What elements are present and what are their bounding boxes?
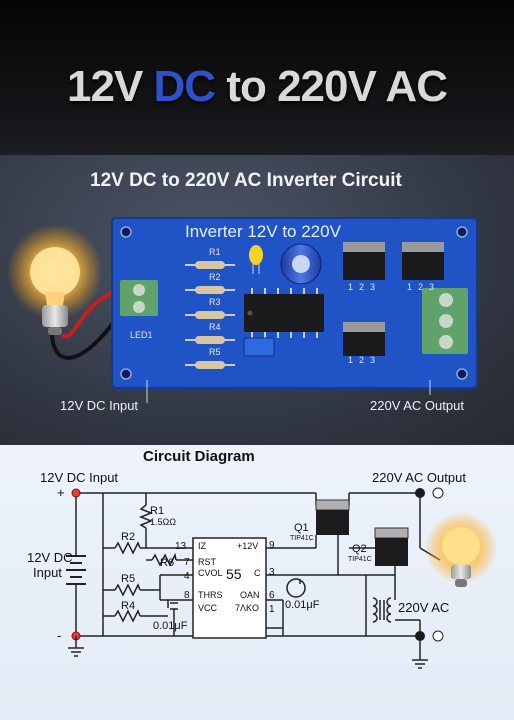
- ic-pin-left: CVOL: [198, 568, 223, 578]
- battery-label-2: Input: [33, 565, 62, 580]
- q2-label: Q2: [352, 543, 367, 555]
- q1-part: TIP41C: [290, 535, 314, 542]
- pin-9: 9: [269, 540, 275, 551]
- diagram-ac-output-label: 220V AC Output: [372, 470, 466, 485]
- q2-transistor-icon: [374, 527, 409, 566]
- positive-sign: +: [57, 485, 65, 500]
- r2-label: R2: [121, 531, 136, 543]
- ground-icon: [412, 659, 428, 669]
- pin-6: 6: [269, 590, 275, 601]
- r1-value: 1.5ΩΩ: [150, 517, 176, 527]
- mounting-holes: [120, 226, 468, 380]
- ic-pin-right: C: [254, 568, 261, 578]
- electrolytic-capacitor-icon: [280, 243, 322, 285]
- output-capacitor-icon: [286, 578, 306, 598]
- transistor-icon: [343, 242, 385, 280]
- ic-pin-left: RST: [198, 557, 216, 567]
- ic-pin-left: VCC: [198, 603, 218, 613]
- ac-output-label: 220V AC Output: [370, 398, 464, 413]
- red-wire: [60, 288, 123, 339]
- transistor-pins: 123: [407, 282, 441, 292]
- hero-title-dc: DC: [153, 62, 217, 111]
- yellow-led-icon: [249, 245, 263, 274]
- transistor-icon: [343, 322, 385, 356]
- light-bulb-icon: [7, 224, 103, 335]
- ic-pin-right: 7ΛKO: [235, 603, 260, 613]
- light-bulb-icon: [425, 512, 497, 587]
- pin-7: 7: [184, 557, 190, 568]
- q1-label: Q1: [294, 522, 309, 534]
- dc-positive-terminal: [71, 488, 81, 498]
- ic-pin-left: IZ: [198, 541, 206, 551]
- hero-title-part1: 12V: [67, 62, 154, 111]
- battery-label: 12V DC: [27, 550, 73, 565]
- ac-terminal-top: [415, 488, 425, 498]
- pin-3: 3: [269, 567, 275, 578]
- q2-part: TIP41C: [348, 556, 372, 563]
- led-label: LED1: [130, 330, 153, 340]
- transistor-pins: 123: [348, 282, 382, 292]
- hero-title: 12V DC to 220V AC: [0, 62, 514, 112]
- cap-left-label: 0.01μF: [153, 620, 188, 632]
- r4-label: R4: [121, 600, 136, 612]
- pin-4: 4: [184, 571, 190, 582]
- hero-banner: [0, 0, 514, 155]
- trimmer-icon: [243, 337, 275, 357]
- ac-output-voltage-label: 220V AC: [398, 600, 450, 615]
- ground-icon: [68, 636, 84, 657]
- pin-1: 1: [269, 604, 275, 615]
- ac-terminal-top-outer: [432, 487, 444, 499]
- ic-label: 55: [226, 566, 242, 582]
- resistor-label: R2: [209, 272, 221, 282]
- resistor-label: R5: [209, 347, 221, 357]
- r5-label: R5: [121, 573, 136, 585]
- ac-terminal-bottom: [415, 631, 425, 641]
- transistor-icon: [402, 242, 444, 280]
- ac-terminal-bottom-outer: [432, 630, 444, 642]
- diagram-title: Circuit Diagram: [143, 448, 255, 465]
- r1-label: R1: [150, 505, 165, 517]
- transformer-icon: [372, 597, 392, 623]
- diagram-dc-input-label: 12V DC Input: [40, 470, 119, 485]
- q1-transistor-icon: [315, 499, 350, 535]
- resistor-label: R3: [209, 297, 221, 307]
- pin-8: 8: [184, 590, 190, 601]
- input-terminal-block: [120, 280, 158, 316]
- cap-right-label: 0.01μF: [285, 599, 320, 611]
- hero-title-part2: to 220V AC: [215, 62, 448, 111]
- pcb-section-title: 12V DC to 220V AC Inverter Circuit: [90, 170, 402, 191]
- ic-chip-icon: [244, 288, 324, 338]
- ic-pin-right: OAN: [240, 590, 260, 600]
- dc-input-label: 12V DC Input: [60, 398, 139, 413]
- ne555-ic-icon: [192, 537, 267, 639]
- board-label: Inverter 12V to 220V: [185, 222, 341, 241]
- resistor-label: R1: [209, 247, 221, 257]
- resistor-label: R4: [209, 322, 221, 332]
- ic-pin-left: THRS: [198, 590, 223, 600]
- transistor-pins: 123: [348, 355, 382, 365]
- pcb-resistors: [185, 261, 235, 369]
- r6-label: R6: [160, 557, 175, 569]
- pin-13: 13: [175, 541, 187, 552]
- battery-icon: [66, 555, 86, 585]
- negative-sign: -: [57, 628, 62, 643]
- output-terminal-block: [422, 288, 468, 354]
- ic-pin-right: +12V: [237, 541, 259, 551]
- schematic-resistors: [114, 504, 177, 623]
